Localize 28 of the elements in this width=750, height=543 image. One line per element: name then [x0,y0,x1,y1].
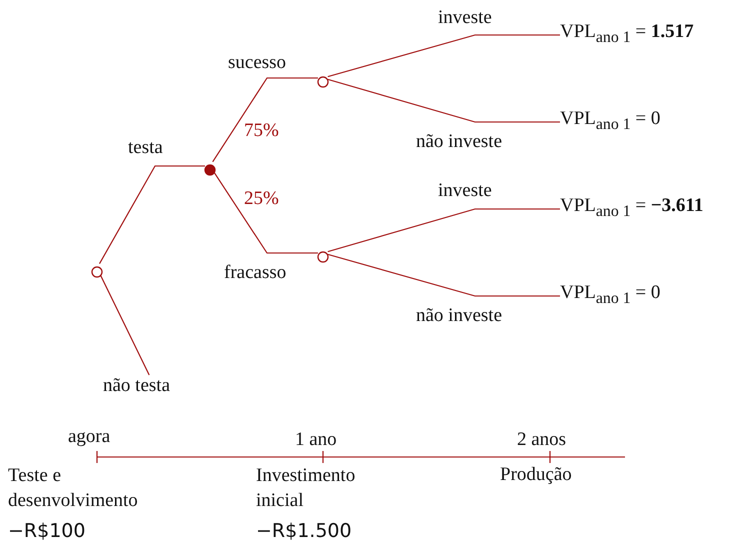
timeline-label: 1 ano [295,429,337,451]
branch-line [99,165,205,264]
edge-label: não investe [416,131,502,153]
outcome-label: fracasso [224,262,286,284]
value-label: VPL$_{ano 1}$ = 1.517 [560,21,694,47]
value-label: VPL$_{ano 1}$ = −3.611 [560,195,704,221]
value-label: VPL$_{ano 1}$ = 0 [560,282,660,308]
edge-label: investe [438,180,492,202]
edge-label: investe [438,7,492,29]
value-label: VPL$_{ano 1}$ = 0 [560,108,660,134]
timeline-label: Produção [500,464,572,486]
timeline-label: Teste e desenvolvimento [8,464,139,513]
branch-line [212,77,318,162]
edge-label: 75% [244,120,279,142]
outcome-label: não testa [103,375,170,397]
timeline-label: Investimento inicial [256,464,356,513]
branch-line [328,34,560,78]
edge-label: não investe [416,305,502,327]
branch-line [328,78,560,123]
timeline-label: −R$1.500 [256,521,352,543]
edge-label: testa [128,137,163,159]
edge-label: 25% [244,188,279,210]
timeline-label: −R$100 [8,521,86,543]
outcome-label: sucesso [228,52,286,74]
timeline-label: agora [68,426,110,448]
branch-line [328,208,560,252]
branch-line [328,254,560,297]
timeline-label: 2 anos [517,429,566,451]
